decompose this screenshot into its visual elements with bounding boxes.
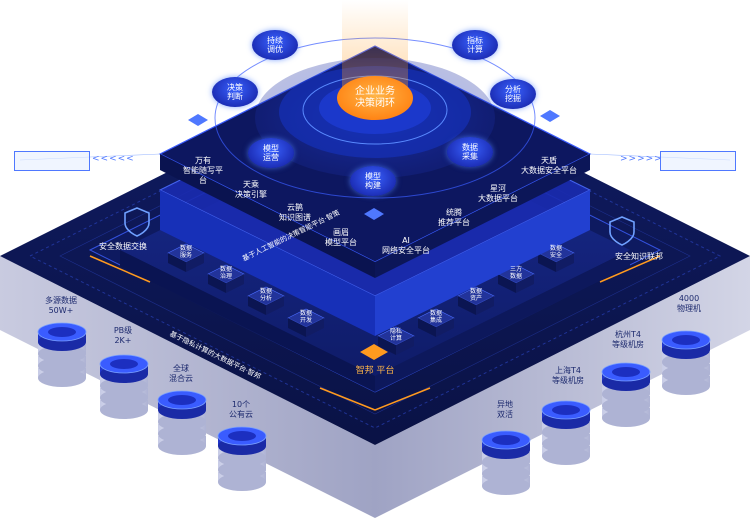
small-module-cubes [167, 243, 575, 355]
storage-cylinder-icon [157, 390, 207, 455]
module-tongteng: 统腾 推荐平台 [438, 208, 470, 227]
corner-markers [188, 110, 560, 360]
module-cube [537, 243, 575, 272]
federation-shield-icon [609, 216, 635, 246]
module-wanyou: 万有 智能随写平台 [183, 156, 223, 185]
cycle-node-sustained: 持续 调优 [252, 30, 298, 60]
stack-label-r4: 异地 双活 [497, 400, 513, 419]
stack-label-s2: PB级 2K+ [113, 326, 133, 345]
storage-cylinder-icon [37, 322, 87, 387]
module-ai-security: AI 网络安全平台 [382, 236, 430, 255]
cycle-node-decision: 决策 判断 [212, 77, 258, 107]
module-cube [167, 243, 205, 272]
top-layer [19, 0, 731, 278]
module-yunque: 云鹊 知识图谱 [279, 203, 311, 222]
module-cube-label: 数据 分析 [259, 288, 272, 302]
module-cube [377, 326, 415, 355]
module-cube-label: 数据 资产 [469, 288, 482, 302]
module-tiandun: 天盾 大数据安全平台 [521, 156, 577, 175]
stack-label-s4: 10个 公有云 [229, 400, 253, 419]
module-cube [287, 308, 325, 337]
module-cube-label: 数据 安全 [549, 245, 562, 259]
right-arrows: >>>>> [620, 154, 663, 164]
right-side-box [660, 151, 736, 171]
cycle-node-metrics: 指标 计算 [452, 30, 498, 60]
module-cube-label: 数据 服务 [179, 245, 192, 259]
module-tiancheng: 天乘 决策引擎 [235, 180, 267, 199]
storage-cylinder-icon [661, 330, 711, 395]
stack-label-s1: 多源数据 50W+ [45, 296, 77, 315]
cycle-node-data-collect: 数据 采集 [447, 137, 493, 167]
stack-label-r2: 杭州T4 等级机房 [612, 330, 644, 349]
stack-label-r3: 上海T4 等级机房 [552, 366, 584, 385]
left-side-box [14, 151, 90, 171]
cycle-node-analysis: 分析 挖掘 [490, 79, 536, 109]
storage-cylinder-icon [217, 426, 267, 491]
storage-cylinder-icon [601, 362, 651, 427]
cycle-node-model-ops: 模型 运营 [248, 138, 294, 168]
storage-cylinder-icon [541, 400, 591, 465]
storage-cylinder-icon [99, 354, 149, 419]
storage-cylinder-icon [481, 430, 531, 495]
module-cube-label: 隐私 计算 [389, 328, 402, 342]
module-cube-label: 三方 数据 [509, 266, 522, 280]
left-arrows: <<<<< [92, 154, 135, 164]
storage-cylinders [37, 322, 711, 495]
core-title: 企业业务 决策闭环 [355, 86, 395, 109]
stack-label-s3: 全球 混合云 [169, 364, 193, 383]
module-cube [247, 286, 285, 315]
left-badge-label: 安全数据交换 [99, 242, 147, 251]
module-huamei: 画眉 模型平台 [325, 228, 357, 247]
module-cube [417, 308, 455, 337]
module-cube [457, 286, 495, 315]
exchange-shield-icon [124, 207, 150, 237]
right-badge-label: 安全知识联邦 [615, 252, 663, 261]
shield-icons [89, 207, 661, 411]
module-cube-label: 数据 治理 [219, 266, 232, 280]
module-xinghe: 星河 大数据平台 [478, 184, 518, 203]
base-platform-label: 智邦 平台 [355, 366, 395, 376]
module-cube-label: 数据 开发 [299, 310, 312, 324]
cycle-node-model-build: 模型 构建 [350, 166, 396, 196]
module-cube-label: 数据 集成 [429, 310, 442, 324]
module-cube [207, 264, 245, 293]
stack-label-r1: 4000 物理机 [677, 294, 701, 313]
